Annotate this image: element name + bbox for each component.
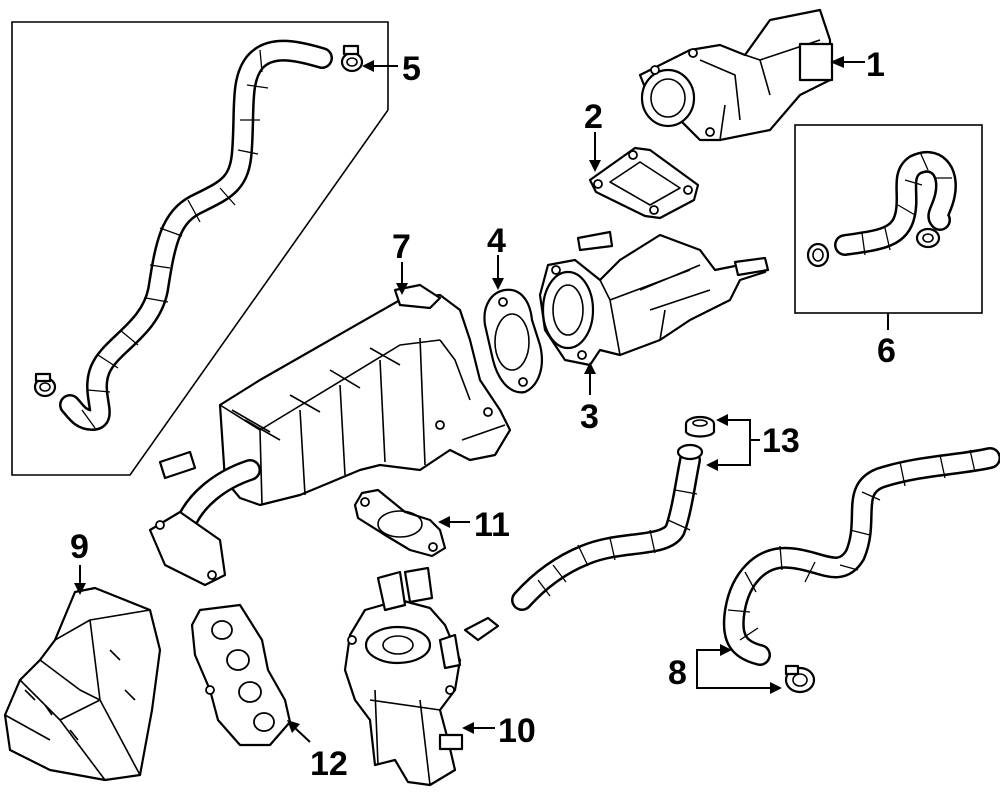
arrow-icon [584, 362, 596, 374]
part-4-gasket [483, 288, 543, 394]
part-3-valve-body [538, 230, 770, 367]
part-10-water-outlet [343, 566, 500, 787]
arrow-icon [770, 682, 782, 694]
fitting-icon [684, 415, 716, 438]
arrow-icon [716, 414, 728, 426]
part-9-cover [3, 586, 162, 782]
part-13-hose [511, 415, 716, 611]
arrow-icon [492, 278, 504, 290]
clamp-icon [33, 372, 57, 398]
callout-12: 12 [310, 745, 348, 783]
part-11-gasket [353, 488, 447, 558]
callout-13: 13 [762, 422, 800, 460]
callout-7: 7 [392, 228, 411, 266]
callout-6: 6 [877, 332, 896, 370]
arrow-icon [74, 583, 86, 595]
part-6-box [794, 124, 983, 314]
arrow-icon [287, 720, 300, 733]
arrow-icon [362, 60, 374, 72]
part-7-egr-cooler [148, 283, 512, 587]
callout-8: 8 [668, 654, 687, 692]
callout-11: 11 [474, 506, 510, 544]
callout-9: 9 [70, 528, 89, 566]
arrow-icon [830, 56, 844, 68]
part-5-hose-kit [11, 21, 389, 476]
arrow-icon [396, 283, 408, 295]
part-8-hose [722, 447, 1000, 694]
callout-1: 1 [866, 46, 885, 84]
arrow-icon [438, 516, 450, 528]
arrow-icon [720, 644, 732, 656]
callout-5: 5 [402, 50, 421, 88]
part-12-gasket [190, 603, 292, 747]
clamp-icon [915, 227, 941, 249]
callout-4: 4 [487, 222, 506, 260]
part-1-egr-valve [638, 8, 834, 142]
callout-labels: 1 2 3 4 5 6 7 8 9 10 11 12 13 [70, 46, 896, 783]
clamp-icon [340, 44, 364, 73]
arrow-icon [589, 160, 601, 172]
arrow-icon [462, 722, 474, 734]
callout-10: 10 [498, 712, 536, 750]
part-2-gasket [588, 146, 700, 220]
clamp-icon [784, 664, 816, 694]
leader-lines [74, 56, 889, 743]
arrow-icon [706, 459, 718, 471]
callout-3: 3 [580, 398, 599, 436]
part-6-hose-kit [794, 124, 983, 314]
callout-2: 2 [584, 98, 603, 136]
part-5-box [11, 21, 389, 476]
clamp-icon [806, 242, 830, 268]
